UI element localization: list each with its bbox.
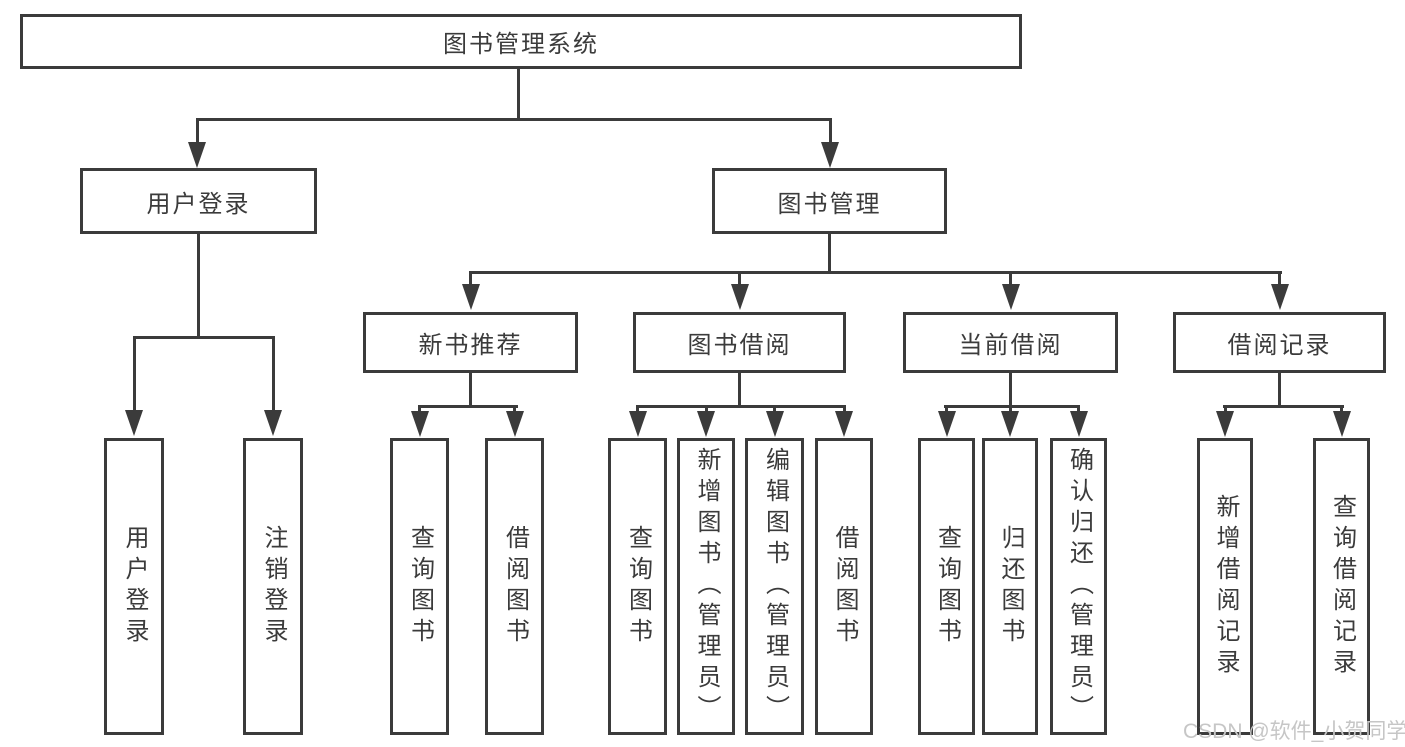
arrowhead-down-icon — [697, 411, 715, 437]
arrowhead-down-icon — [766, 411, 784, 437]
connector-vline — [469, 373, 472, 408]
node-book-management: 图书管理 — [712, 168, 947, 234]
arrowhead-down-icon — [1002, 284, 1020, 310]
arrowhead-down-icon — [188, 142, 206, 168]
leaf-confirm-return-admin-label: 确认归还（管理员） — [1065, 447, 1093, 726]
arrowhead-down-icon — [731, 284, 749, 310]
connector-vline — [513, 405, 516, 414]
watermark: CSDN @软件_小贺同学 — [1183, 720, 1405, 743]
arrowhead-down-icon — [264, 410, 282, 436]
leaf-query-borrow-record-label: 查询借阅记录 — [1328, 493, 1356, 680]
leaf-logout-label: 注销登录 — [260, 524, 287, 649]
leaf-borrow-books-recommend: 借阅图书 — [485, 438, 544, 735]
leaf-query-books-current-label: 查询图书 — [933, 524, 961, 649]
arrowhead-down-icon — [462, 284, 480, 310]
leaf-logout: 注销登录 — [243, 438, 303, 735]
connector-hline — [418, 405, 518, 408]
connector-vline — [1224, 405, 1227, 414]
arrowhead-down-icon — [125, 410, 143, 436]
leaf-borrow-books-label: 借阅图书 — [831, 524, 858, 649]
leaf-query-books-borrow: 查询图书 — [608, 438, 667, 735]
arrowhead-down-icon — [1001, 411, 1019, 437]
leaf-return-book: 归还图书 — [982, 438, 1038, 735]
connector-vline — [828, 234, 831, 274]
node-borrow-records-label: 借阅记录 — [1227, 332, 1332, 359]
connector-vline — [1278, 271, 1281, 286]
connector-vline — [1077, 405, 1080, 414]
leaf-return-book-label: 归还图书 — [997, 524, 1024, 649]
leaf-user-login-label: 用户登录 — [121, 524, 148, 649]
connector-vline — [1009, 373, 1012, 408]
connector-vline — [945, 405, 948, 414]
leaf-query-books-recommend-label: 查询图书 — [406, 524, 434, 649]
arrowhead-down-icon — [1216, 411, 1234, 437]
node-root-label: 图书管理系统 — [443, 31, 599, 58]
arrowhead-down-icon — [938, 411, 956, 437]
node-book-management-label: 图书管理 — [777, 190, 882, 218]
connector-vline — [1340, 405, 1343, 414]
arrowhead-down-icon — [1333, 411, 1351, 437]
leaf-confirm-return-admin: 确认归还（管理员） — [1050, 438, 1107, 735]
arrowhead-down-icon — [821, 142, 839, 168]
arrowhead-down-icon — [835, 411, 853, 437]
connector-hline — [133, 336, 275, 339]
node-borrow-records: 借阅记录 — [1173, 312, 1386, 373]
leaf-edit-book-admin: 编辑图书（管理员） — [745, 438, 804, 735]
node-user-login-label: 用户登录 — [146, 190, 251, 218]
connector-vline — [738, 271, 741, 286]
arrowhead-down-icon — [506, 411, 524, 437]
arrowhead-down-icon — [1271, 284, 1289, 310]
leaf-add-borrow-record-label: 新增借阅记录 — [1212, 493, 1239, 680]
arrowhead-down-icon — [411, 411, 429, 437]
connector-vline — [418, 405, 421, 414]
connector-vline — [196, 118, 199, 144]
connector-vline — [197, 234, 200, 339]
connector-vline — [773, 405, 776, 414]
node-new-book-recommend-label: 新书推荐 — [418, 332, 523, 359]
connector-hline — [469, 271, 1282, 274]
connector-vline — [1009, 405, 1012, 414]
connector-hline — [636, 405, 846, 408]
connector-vline — [738, 373, 741, 408]
connector-vline — [829, 118, 832, 144]
connector-vline — [272, 336, 275, 412]
arrowhead-down-icon — [1070, 411, 1088, 437]
node-user-login: 用户登录 — [80, 168, 317, 234]
connector-vline — [1009, 271, 1012, 286]
leaf-add-borrow-record: 新增借阅记录 — [1197, 438, 1253, 735]
leaf-user-login: 用户登录 — [104, 438, 164, 735]
connector-hline — [944, 405, 1080, 408]
node-book-borrow: 图书借阅 — [633, 312, 846, 373]
leaf-query-books-borrow-label: 查询图书 — [624, 524, 652, 649]
connector-vline — [705, 405, 708, 414]
leaf-borrow-books: 借阅图书 — [815, 438, 873, 735]
connector-vline — [1278, 373, 1281, 408]
node-current-borrow-label: 当前借阅 — [958, 332, 1063, 359]
node-book-borrow-label: 图书借阅 — [687, 332, 792, 359]
node-current-borrow: 当前借阅 — [903, 312, 1118, 373]
leaf-query-borrow-record: 查询借阅记录 — [1313, 438, 1370, 735]
connector-hline — [1223, 405, 1344, 408]
connector-vline — [133, 336, 136, 412]
leaf-add-book-admin: 新增图书（管理员） — [677, 438, 735, 735]
connector-vline — [843, 405, 846, 414]
arrowhead-down-icon — [629, 411, 647, 437]
leaf-add-book-admin-label: 新增图书（管理员） — [693, 447, 720, 726]
leaf-edit-book-admin-label: 编辑图书（管理员） — [761, 447, 789, 726]
leaf-query-books-current: 查询图书 — [918, 438, 975, 735]
node-new-book-recommend: 新书推荐 — [363, 312, 578, 373]
connector-vline — [469, 271, 472, 286]
connector-hline — [196, 118, 832, 121]
node-root: 图书管理系统 — [20, 14, 1022, 69]
connector-vline — [636, 405, 639, 414]
connector-vline — [517, 68, 520, 121]
leaf-query-books-recommend: 查询图书 — [390, 438, 449, 735]
leaf-borrow-books-recommend-label: 借阅图书 — [501, 524, 529, 649]
